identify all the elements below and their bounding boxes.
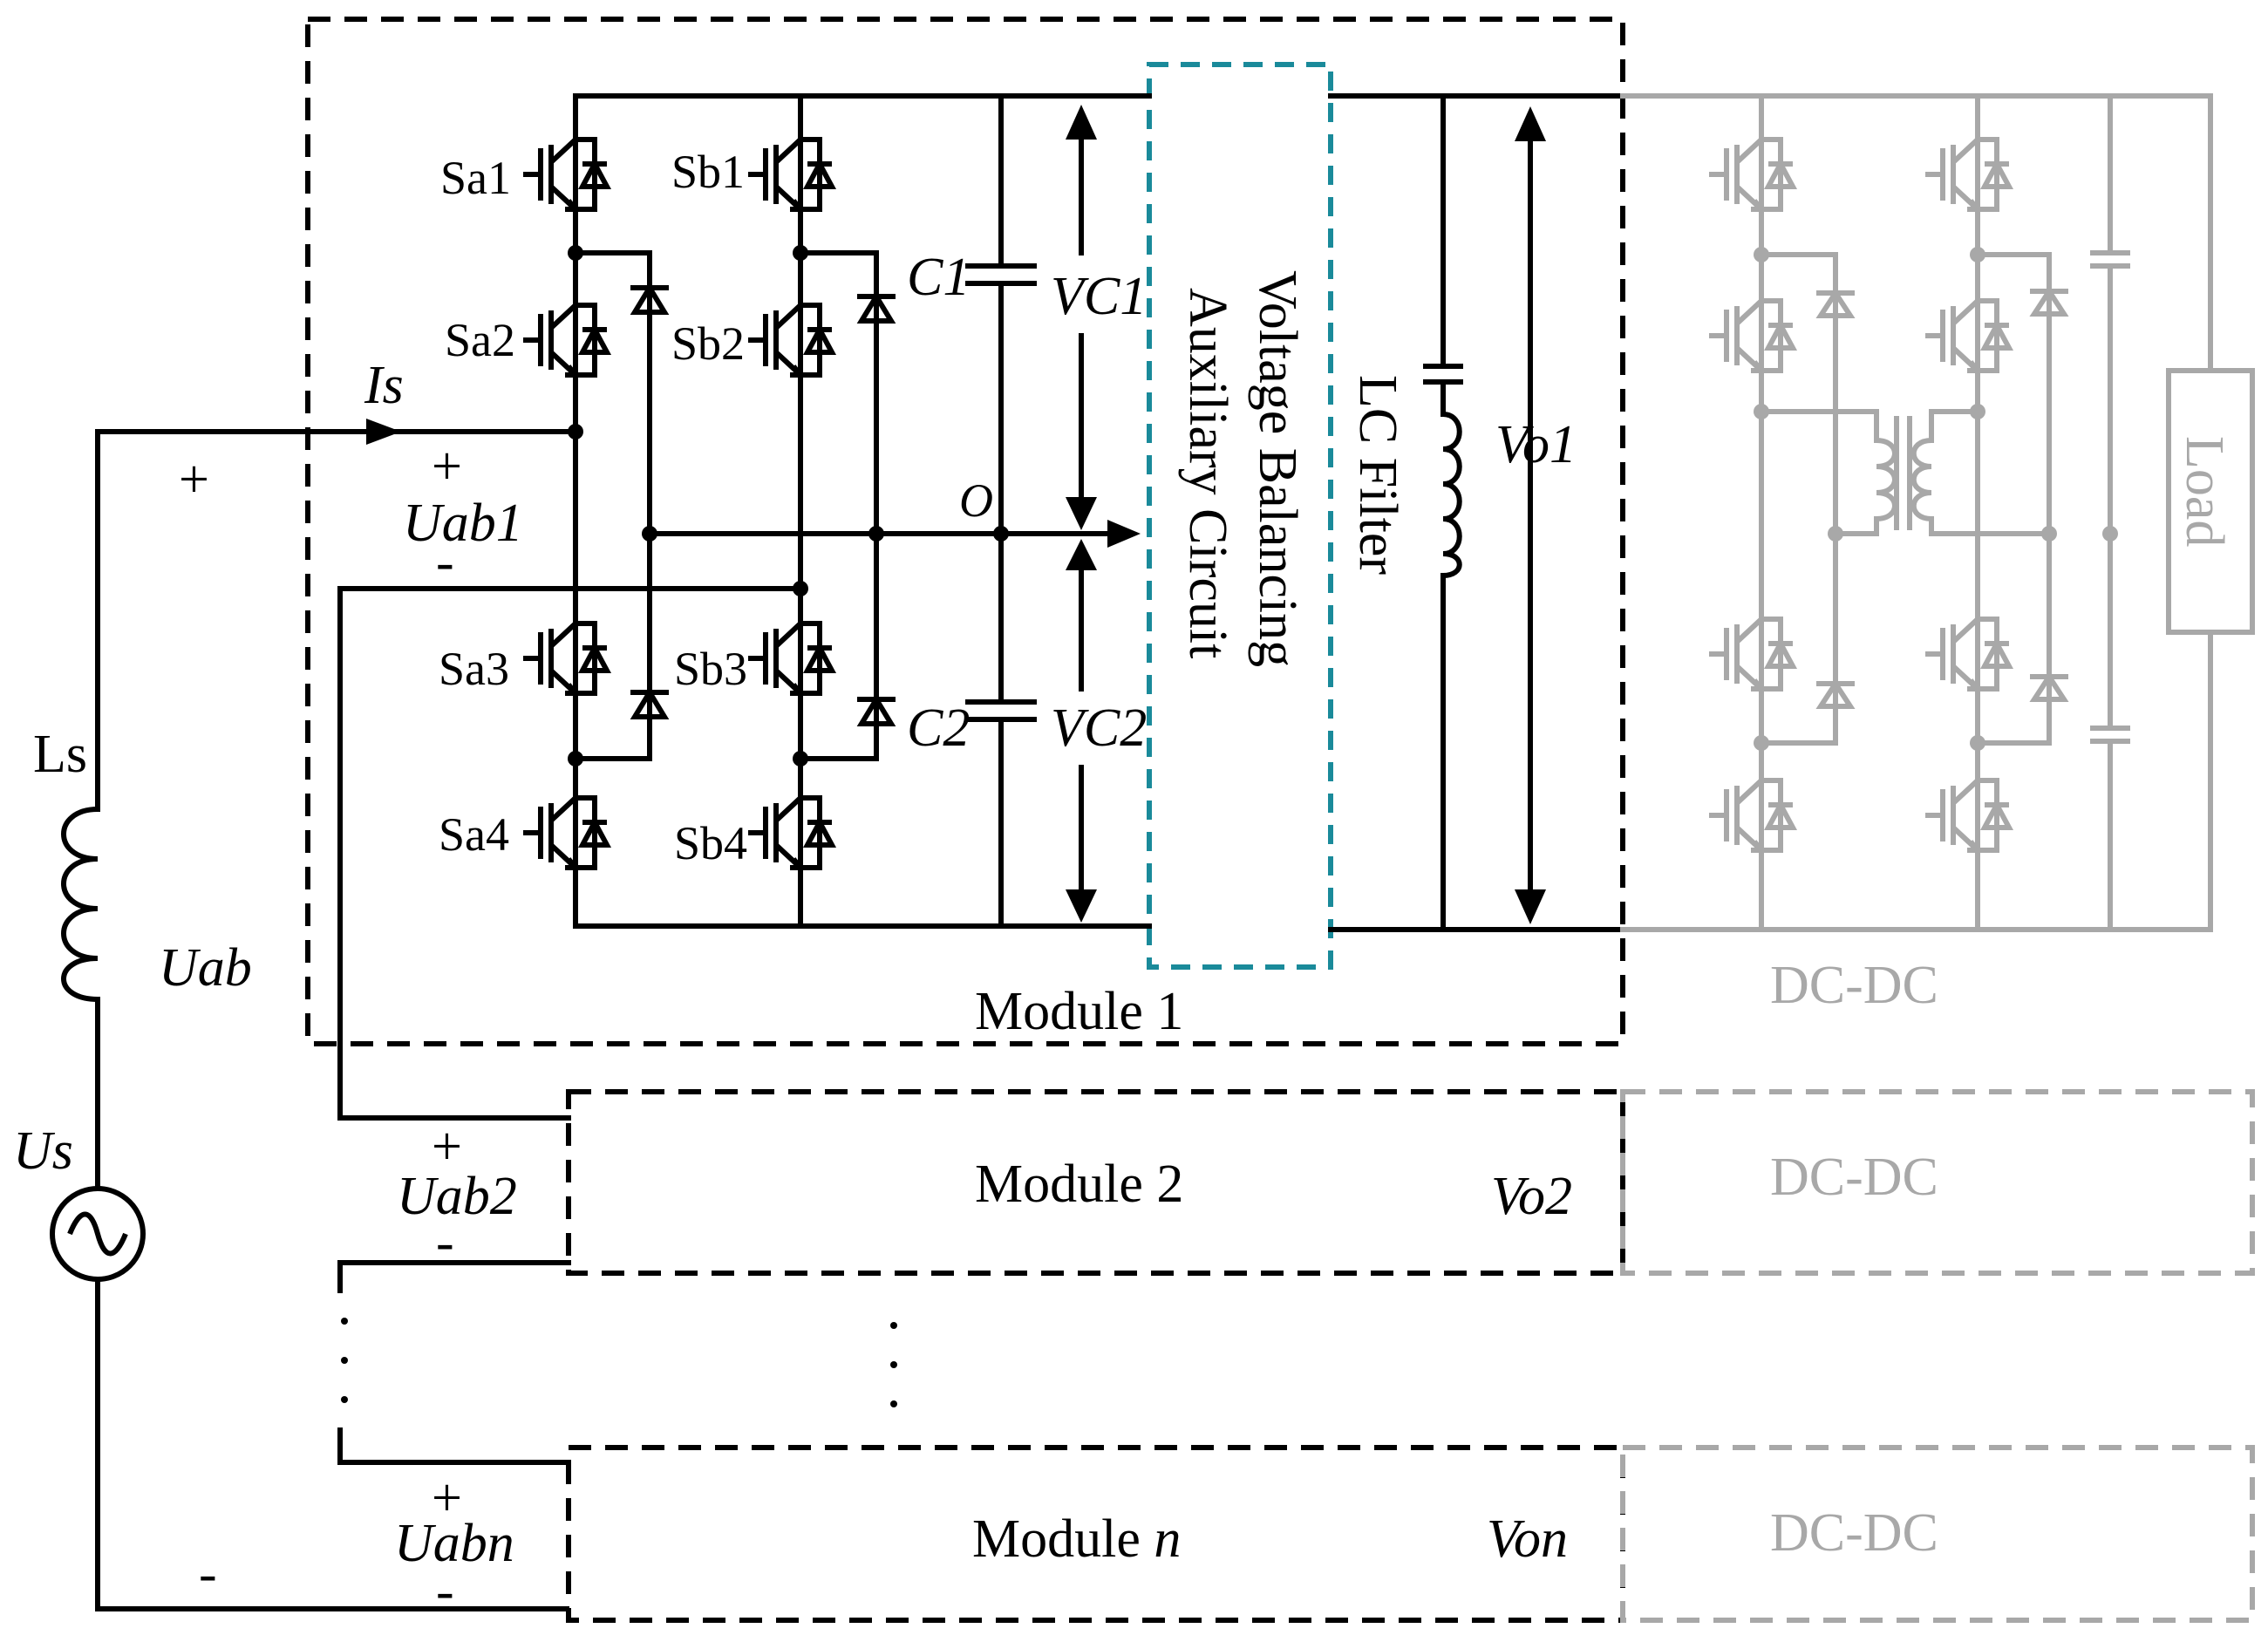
igbt-sa4-icon (523, 795, 612, 870)
dcdc-igbt-icon-1 (1709, 137, 1798, 212)
leg-a (568, 93, 1152, 929)
dcdc-label-2: DC-DC (1770, 1148, 1938, 1207)
dcdc-igbt-icon-5 (1925, 137, 2014, 212)
dcdc-igbt-icon-4 (1709, 778, 1798, 853)
node-label-o: O (959, 474, 993, 527)
dcdc-igbt-icon-7 (1925, 617, 2014, 692)
igbt-sb2-icon (748, 303, 837, 378)
dcdc-igbt-icon-3 (1709, 617, 1798, 692)
switch-label-sa2: Sa2 (445, 314, 515, 366)
switch-label-sa3: Sa3 (439, 643, 509, 695)
current-label-is: Is (364, 356, 404, 415)
module2-box (566, 1089, 1625, 1276)
balancing-label-line1: Voltage Balancing (1248, 270, 1307, 667)
minus-sign-source: - (199, 1544, 217, 1604)
minus-sign-uab1: - (436, 533, 454, 592)
plus-sign-uab1: + (432, 437, 462, 496)
voltage-label-uab1: Uab1 (403, 494, 523, 553)
lc-filter-section (1328, 93, 1625, 932)
midpoint-arrow-icon (1107, 520, 1141, 548)
balancing-circuit-box (1147, 62, 1333, 970)
voltage-label-us: Us (13, 1121, 73, 1181)
switch-label-sb3: Sb3 (674, 643, 747, 695)
filter-inductor-icon (1440, 411, 1462, 579)
balancing-label-line2: Auxiliary Circuit (1178, 288, 1237, 658)
inductor-label-ls: Ls (33, 725, 87, 784)
dcdc-label-n: DC-DC (1770, 1503, 1938, 1563)
dcdc-igbt-icon-6 (1925, 298, 2014, 373)
ellipsis-left (341, 1318, 348, 1403)
voltage-label-vc1: VC1 (1051, 267, 1147, 326)
voltage-label-uab2: Uab2 (397, 1167, 517, 1226)
igbt-sb3-icon (748, 621, 837, 696)
capacitor-column (965, 93, 1037, 929)
minus-sign-uab2: - (436, 1213, 454, 1272)
leg-b (793, 93, 879, 929)
source-top-wire (95, 429, 578, 812)
module1-to-module2-wire (337, 586, 803, 1121)
minus-sign-uabn: - (436, 1562, 454, 1621)
moduleN-dcdc-box (1620, 1445, 2255, 1623)
clamp-diode-b1-icon (856, 291, 896, 324)
plus-sign-source: + (179, 450, 209, 509)
plus-sign-uabn: + (432, 1468, 462, 1528)
module2-dcdc-box (1620, 1089, 2255, 1276)
voltage-label-vo1: Vo1 (1495, 415, 1577, 474)
capacitor-label-c2: C2 (907, 698, 970, 758)
switch-label-sb2: Sb2 (671, 317, 745, 370)
clamp-diode-a2-icon (630, 687, 670, 719)
igbt-sa3-icon (523, 621, 612, 696)
voltage-label-vo2: Vo2 (1491, 1167, 1572, 1226)
dcdc-switches (1709, 137, 2014, 853)
load-label: Load (2175, 436, 2234, 547)
dcdc-section (1620, 93, 2255, 932)
dcdc-label-1: DC-DC (1770, 956, 1938, 1015)
dcdc-igbt-icon-2 (1709, 298, 1798, 373)
switch-label-sa4: Sa4 (439, 808, 509, 861)
moduleN-label-prefix: Module (972, 1509, 1154, 1569)
igbt-switches (523, 137, 837, 870)
clamp-diode-a1-icon (630, 283, 670, 315)
plus-sign-uab2: + (432, 1117, 462, 1176)
source-bottom-wire (95, 1297, 569, 1611)
switch-label-sb1: Sb1 (671, 146, 745, 198)
ellipsis-mid (890, 1322, 897, 1407)
moduleN-label: Module n (972, 1509, 1181, 1569)
dcdc-igbt-icon-8 (1925, 778, 2014, 853)
moduleN-label-var: n (1154, 1509, 1181, 1569)
voltage-label-vc2: VC2 (1051, 698, 1147, 758)
voltage-label-uabn: Uabn (394, 1514, 514, 1573)
lc-filter-label: LC Filter (1348, 375, 1407, 575)
module2-label: Module 2 (975, 1155, 1183, 1214)
voltage-label-von: Von (1487, 1509, 1568, 1569)
vc-arrows (1066, 105, 1097, 923)
igbt-sa2-icon (523, 303, 612, 378)
sine-icon (67, 1211, 128, 1257)
module1-label: Module 1 (975, 982, 1183, 1041)
igbt-sa1-icon (523, 137, 612, 212)
switch-label-sa1: Sa1 (440, 152, 511, 204)
clamp-diode-b2-icon (856, 694, 896, 726)
capacitor-label-c1: C1 (907, 248, 970, 307)
igbt-sb1-icon (748, 137, 837, 212)
module2-neg-wire (337, 1260, 571, 1293)
igbt-sb4-icon (748, 795, 837, 870)
switch-label-sb4: Sb4 (674, 817, 747, 869)
inductor-ls-icon (61, 806, 101, 1003)
is-arrow-icon (366, 419, 401, 445)
voltage-label-uab: Uab (159, 938, 252, 998)
